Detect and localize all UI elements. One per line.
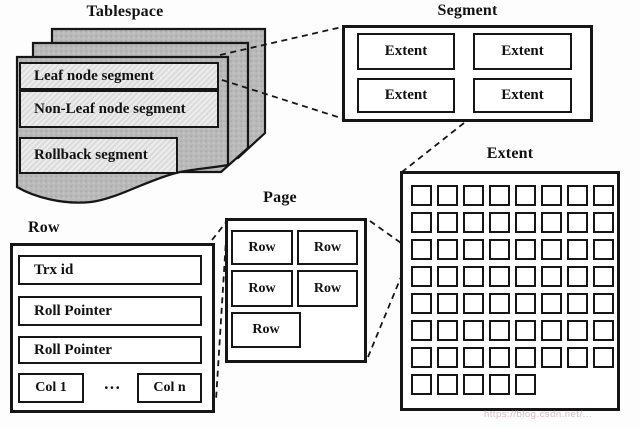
page-cell [567, 266, 588, 287]
page-box: Row Row Row Row Row [225, 218, 367, 363]
page-cell [489, 185, 510, 206]
page-cell [541, 320, 562, 341]
page-cell [593, 239, 614, 260]
page-cell [593, 266, 614, 287]
page-cell [515, 212, 536, 233]
leaf-node-segment-box: Leaf node segment [19, 62, 219, 90]
page-cell [515, 266, 536, 287]
page-cell [515, 293, 536, 314]
page-cell [411, 212, 432, 233]
page-cell [593, 212, 614, 233]
extent-detail-box [400, 171, 620, 411]
page-cell [593, 320, 614, 341]
page-cell [411, 293, 432, 314]
page-row-cell-2: Row [297, 230, 358, 265]
segment-title: Segment [437, 2, 498, 19]
page-cell [515, 347, 536, 368]
page-cell [463, 212, 484, 233]
page-cell [437, 212, 458, 233]
page-cell [437, 374, 458, 395]
extent-title: Extent [486, 145, 534, 162]
extent-grid [406, 177, 614, 405]
connector-page-row-bottom [215, 223, 228, 401]
page-cell [437, 320, 458, 341]
connector-tablespace-segment-bottom [221, 79, 345, 120]
rollback-segment-box: Rollback segment [19, 137, 178, 174]
connector-page-row-top [211, 220, 228, 241]
page-cell [437, 239, 458, 260]
page-cell [541, 266, 562, 287]
page-cell [567, 347, 588, 368]
page-cell [593, 347, 614, 368]
connector-segment-extent [401, 122, 465, 173]
page-row-cell-1: Row [231, 230, 293, 265]
page-cell [593, 293, 614, 314]
page-cell [567, 293, 588, 314]
page-cell [567, 320, 588, 341]
page-cell [463, 374, 484, 395]
page-cell [515, 239, 536, 260]
page-cell [567, 212, 588, 233]
col-last-box: Col n [137, 373, 202, 403]
segment-extent-cell-1: Extent [357, 33, 455, 70]
page-cell [411, 374, 432, 395]
page-row-cell-3: Row [231, 270, 293, 307]
page-cell [437, 266, 458, 287]
page-cell [541, 212, 562, 233]
page-cell [515, 374, 536, 395]
page-cell [463, 266, 484, 287]
page-cell [437, 347, 458, 368]
row-field-roll-pointer-2: Roll Pointer [18, 336, 202, 364]
col-ellipsis: ··· [103, 378, 121, 397]
segment-extent-cell-2: Extent [473, 33, 572, 70]
page-cell [541, 185, 562, 206]
page-row-cell-5: Row [231, 312, 301, 348]
page-cell [489, 347, 510, 368]
page-cell [411, 347, 432, 368]
page-cell [463, 320, 484, 341]
page-row-cell-4: Row [297, 270, 358, 307]
page-cell [593, 185, 614, 206]
row-box: Trx id Roll Pointer Roll Pointer Col 1 ·… [10, 243, 215, 413]
page-cell [489, 212, 510, 233]
row-field-trx-id: Trx id [18, 255, 202, 285]
page-cell [463, 239, 484, 260]
page-cell [411, 239, 432, 260]
page-cell [489, 293, 510, 314]
page-cell [489, 239, 510, 260]
page-title: Page [263, 189, 297, 206]
segment-extent-cell-3: Extent [357, 78, 455, 113]
row-field-roll-pointer-1: Roll Pointer [18, 296, 202, 326]
non-leaf-node-segment-box: Non-Leaf node segment [19, 90, 219, 128]
page-cell [463, 347, 484, 368]
page-cell [463, 293, 484, 314]
tablespace-title: Tablespace [86, 3, 164, 20]
page-cell [489, 374, 510, 395]
page-cell [463, 185, 484, 206]
page-cell [541, 293, 562, 314]
col-first-box: Col 1 [18, 373, 84, 403]
page-cell [515, 185, 536, 206]
page-cell [567, 239, 588, 260]
page-cell [489, 266, 510, 287]
segment-extent-cell-4: Extent [473, 78, 572, 113]
page-cell [437, 185, 458, 206]
row-title: Row [28, 219, 60, 236]
connector-extent-page-bottom [367, 276, 402, 358]
page-cell [489, 320, 510, 341]
page-cell [411, 185, 432, 206]
page-cell [437, 293, 458, 314]
watermark: https://blog.csdn.net/... [483, 409, 593, 420]
page-cell [567, 185, 588, 206]
page-cell [411, 266, 432, 287]
page-cell [541, 239, 562, 260]
page-cell [411, 320, 432, 341]
page-cell [515, 320, 536, 341]
connector-extent-page-top [369, 220, 402, 244]
segment-box: Extent Extent Extent Extent [342, 25, 593, 122]
page-cell [541, 347, 562, 368]
